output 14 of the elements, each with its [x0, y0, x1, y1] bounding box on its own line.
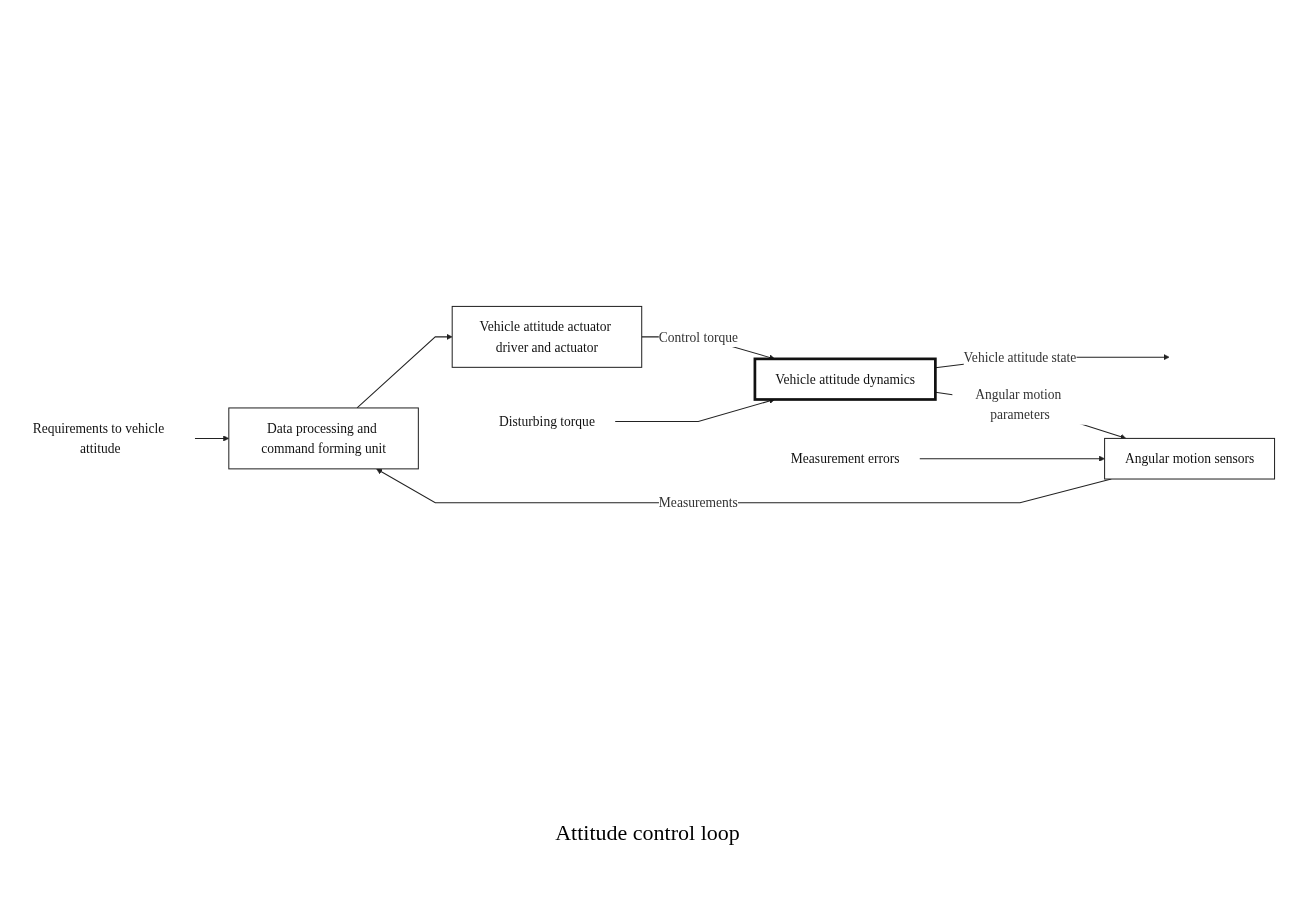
node-box: Angular motion sensors — [1104, 438, 1276, 480]
node-box: Vehicle attitude actuator driver and actuator — [451, 306, 643, 369]
arrow — [919, 456, 1105, 463]
edge-label: Angular motion parameters — [975, 387, 1062, 423]
node-box: Vehicle attitude dynamics — [753, 357, 937, 402]
node-text: Measurement errors — [790, 451, 900, 467]
edge-label: Vehicle attitude state — [963, 350, 1077, 365]
arrow — [356, 334, 453, 409]
edge-label: Measurements — [658, 495, 738, 511]
node-box: Data processing and command forming unit — [228, 407, 419, 470]
edge-label: Control torque — [658, 329, 738, 345]
note-text: Attitude control loop — [554, 820, 741, 846]
node-text: Disturbing torque — [499, 414, 595, 430]
node-text: Requirements to vehicle attitude — [32, 421, 165, 457]
